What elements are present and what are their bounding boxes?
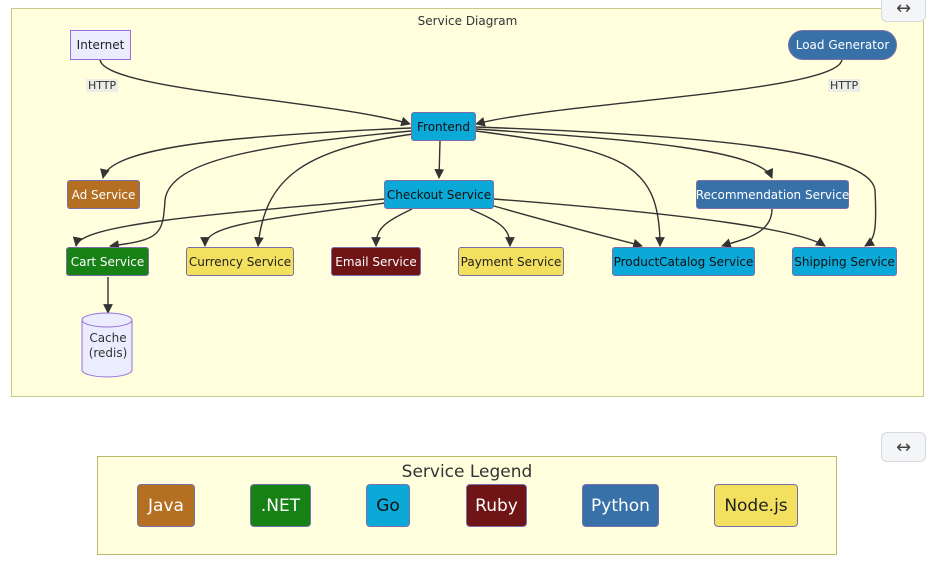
- node-currency-service[interactable]: Currency Service: [186, 247, 294, 276]
- edge-frontend-shipping: [475, 126, 877, 247]
- edge-label-loadgen-http: HTTP: [828, 79, 861, 92]
- legend-item-ruby: Ruby: [466, 484, 527, 527]
- edge-checkout-email: [371, 208, 413, 247]
- edge-frontend-checkout: [434, 140, 445, 179]
- toggle-legend-width-button[interactable]: ↔: [881, 432, 926, 462]
- edge-label-internet-http: HTTP: [86, 79, 119, 92]
- cache-label-line1: Cache: [89, 331, 127, 345]
- node-email-service[interactable]: Email Service: [331, 247, 421, 276]
- node-checkout-service[interactable]: Checkout Service: [384, 180, 494, 209]
- edge-checkout-payment: [469, 208, 515, 247]
- edge-recommendation-productcatalog: [721, 208, 773, 248]
- edge-frontend-productcatalog: [475, 130, 665, 247]
- edge-checkout-shipping: [493, 198, 826, 247]
- node-internet[interactable]: Internet: [70, 30, 131, 60]
- edge-frontend-ad: [100, 127, 412, 179]
- node-productcatalog-service[interactable]: ProductCatalog Service: [612, 247, 755, 276]
- legend-item-go: Go: [366, 484, 410, 527]
- legend-item-dotnet: .NET: [250, 484, 311, 527]
- legend-item-nodejs: Node.js: [714, 484, 798, 527]
- node-shipping-service[interactable]: Shipping Service: [792, 247, 897, 276]
- node-ad-service[interactable]: Ad Service: [67, 180, 140, 209]
- edge-frontend-cart: [109, 130, 412, 250]
- node-cart-service[interactable]: Cart Service: [66, 247, 149, 276]
- node-recommendation-service[interactable]: Recommendation Service: [696, 180, 849, 209]
- legend-item-java: Java: [137, 484, 195, 527]
- legend-title: Service Legend: [401, 462, 533, 482]
- edge-checkout-cart: [72, 198, 386, 247]
- edge-frontend-recommendation: [475, 128, 773, 179]
- edge-checkout-productcatalog: [493, 205, 643, 249]
- node-payment-service[interactable]: Payment Service: [458, 247, 564, 276]
- edge-loadgen-frontend: [475, 58, 843, 127]
- edge-internet-frontend: [99, 58, 411, 127]
- toggle-diagram-width-button[interactable]: ↔: [881, 0, 926, 22]
- edge-checkout-currency: [200, 202, 386, 247]
- node-cache-label: Cache (redis): [80, 331, 136, 361]
- cache-label-line2: (redis): [88, 346, 128, 360]
- horizontal-arrows-icon: ↔: [895, 0, 912, 19]
- node-load-generator[interactable]: Load Generator: [788, 30, 897, 60]
- legend-item-python: Python: [582, 484, 659, 527]
- edge-frontend-currency: [254, 133, 414, 247]
- node-cache-cylinder[interactable]: [80, 312, 136, 380]
- node-frontend[interactable]: Frontend: [411, 112, 476, 141]
- horizontal-arrows-icon: ↔: [895, 436, 912, 458]
- diagram-title: Service Diagram: [417, 14, 518, 28]
